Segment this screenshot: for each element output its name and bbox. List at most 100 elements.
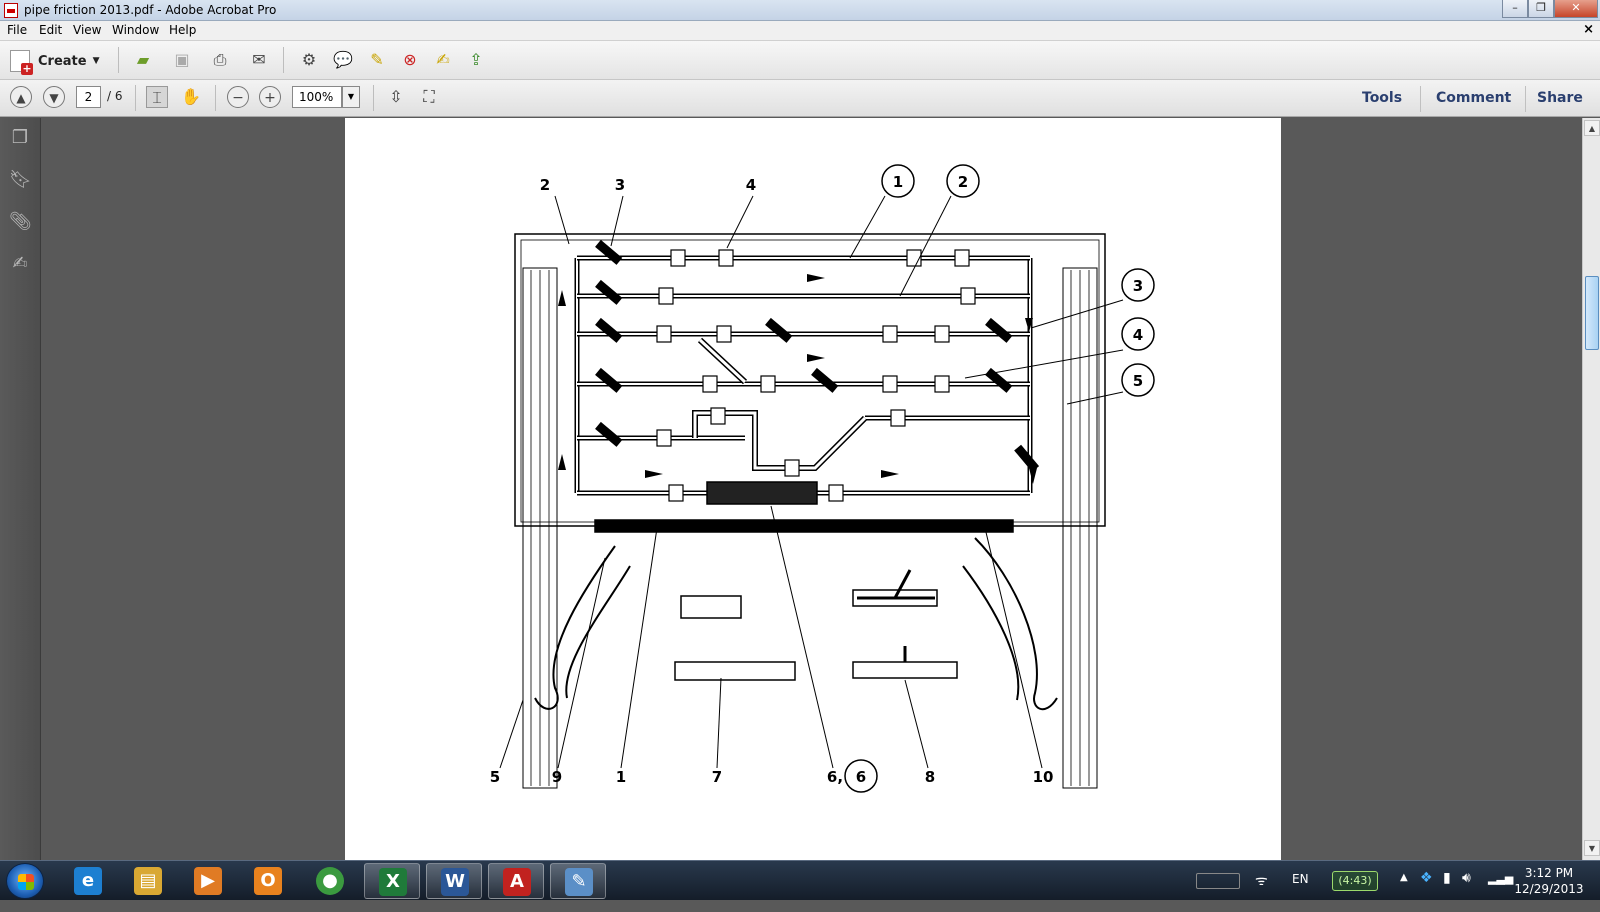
taskbar-chrome[interactable]: ● [302,863,358,899]
circled-label-2: 2 [958,173,968,191]
close-window-button[interactable]: ✕ [1554,0,1598,18]
taskbar-media-player[interactable]: ▶ [180,863,236,899]
bookmarks-icon[interactable]: 🔖︎ [9,169,32,190]
taskbar-excel[interactable]: X [364,863,420,899]
language-indicator[interactable]: EN [1292,872,1309,886]
scroll-thumb[interactable] [1585,276,1599,350]
battery-indicator[interactable]: (4:43) [1332,871,1378,891]
toolbar-divider [135,85,136,111]
taskbar-paint[interactable]: ✎ [550,863,606,899]
maximize-button[interactable]: ❐ [1528,0,1554,18]
signatures-icon[interactable]: ✍ [12,253,28,274]
label-bottom-9: 9 [552,768,562,786]
close-document-icon[interactable]: × [1583,22,1594,37]
pipe-friction-diagram: 2 3 4 1 2 3 4 5 5 9 1 7 6, 6 8 10 [490,164,1155,793]
callout-circle-6 [844,759,878,793]
email-icon[interactable]: ✉ [252,50,266,69]
scroll-down-icon[interactable]: ▼ [1584,840,1600,856]
window-title: pipe friction 2013.pdf - Adobe Acrobat P… [24,3,277,17]
battery-icon[interactable]: ▮ [1443,870,1451,886]
toolbar-divider [118,47,119,73]
taskbar-ie[interactable]: e [60,863,116,899]
folder-icon: ▤ [134,867,162,895]
show-hidden-icons-icon[interactable]: ▲ [1400,872,1408,883]
menu-view[interactable]: View [73,23,102,37]
document-viewport[interactable]: 2 3 4 1 2 3 4 5 5 9 1 7 6, 6 8 10 [41,118,1582,860]
network-antenna-icon[interactable]: ᯤ [1255,873,1268,889]
zoom-level-input[interactable]: 100% [292,86,342,108]
settings-icon[interactable]: ⚙ [301,50,317,69]
attachments-icon[interactable]: 📎︎ [9,211,32,232]
page-number-input[interactable]: 2 [76,86,101,108]
callout-circle-4 [1121,317,1155,351]
create-label: Create [38,53,87,69]
menu-help[interactable]: Help [169,23,197,37]
chevron-down-icon: ▼ [92,56,100,66]
save-icon[interactable]: ▣ [174,50,190,69]
callout-circle-1 [881,164,915,198]
volume-icon[interactable]: 🔊︎ [1462,870,1471,886]
keyboard-icon[interactable] [1196,873,1240,889]
circled-label-1: 1 [893,173,903,191]
ie-icon: e [74,867,102,895]
toolbar-divider [283,47,284,73]
sign-icon[interactable]: ✍ [436,50,450,69]
menu-bar: File Edit View Window Help × [0,21,1600,41]
main-toolbar: Create ▼ ▰ ▣ ⎙ ✉ ⚙ 💬 ✎ ⊗ ✍ ⇪ ⤢ [0,41,1600,110]
menu-window[interactable]: Window [112,23,160,37]
word-icon: W [441,868,469,896]
create-button[interactable]: Create ▼ [10,49,100,75]
system-clock[interactable]: 3:12 PM 12/29/2013 [1512,865,1586,897]
taskbar-acrobat[interactable]: A [488,863,544,899]
acrobat-icon: A [503,868,531,896]
select-tool-icon[interactable]: ⌶ [146,86,168,108]
vertical-scrollbar[interactable]: ▲ ▼ [1582,118,1600,860]
label-bottom-10: 10 [1033,768,1054,786]
fit-page-icon[interactable]: ⇳ [389,87,403,106]
excel-icon: X [379,868,407,896]
page-thumbnails-icon[interactable]: ❐ [11,127,29,148]
taskbar-outlook[interactable]: O [240,863,296,899]
toolbar-divider [215,85,216,111]
fit-width-icon[interactable]: ⛶ [423,87,435,106]
start-button[interactable] [6,863,44,899]
comment-link[interactable]: Comment [1436,90,1512,106]
previous-page-icon[interactable]: ▲ [10,86,32,108]
circled-label-3: 3 [1133,277,1143,295]
taskbar-word[interactable]: W [426,863,482,899]
hand-tool-icon[interactable]: ✋ [181,87,201,106]
scroll-up-icon[interactable]: ▲ [1584,120,1600,136]
print-icon[interactable]: ⎙ [213,50,227,69]
label-3: 3 [615,176,625,194]
paint-icon: ✎ [565,868,593,896]
callout-circle-5 [1121,363,1155,397]
minimize-button[interactable]: – [1502,0,1528,18]
menu-edit[interactable]: Edit [39,23,63,37]
taskbar-explorer[interactable]: ▤ [120,863,176,899]
dropbox-icon[interactable]: ❖ [1420,870,1433,886]
circled-label-6: 6 [856,768,866,786]
acrobat-document-icon [4,3,18,18]
callout-circle-2 [946,164,980,198]
highlight-icon[interactable]: ✎ [370,50,384,69]
label-bottom-6: 6, [827,768,843,786]
menu-file[interactable]: File [7,23,28,37]
open-folder-icon[interactable]: ▰ [136,50,150,69]
zoom-out-icon[interactable]: − [227,86,249,108]
circled-label-5: 5 [1133,372,1143,390]
toolbar-divider [373,85,374,111]
navigation-toolbar: ▲ ▼ ⌶ ✋ − + ⇳ ⛶ [0,80,1600,117]
pdf-page: 2 3 4 1 2 3 4 5 5 9 1 7 6, 6 8 10 [345,118,1281,860]
delete-icon[interactable]: ⊗ [403,50,417,69]
signal-strength-icon[interactable]: ▂▃▅ [1488,872,1514,885]
callout-circle-3 [1121,268,1155,302]
clock-time: 3:12 PM [1524,866,1574,880]
tools-link[interactable]: Tools [1362,90,1403,106]
circled-label-4: 4 [1133,326,1143,344]
zoom-in-icon[interactable]: + [259,86,281,108]
next-page-icon[interactable]: ▼ [43,86,65,108]
zoom-dropdown-chevron-icon[interactable]: ▼ [342,86,360,108]
share-link[interactable]: Share [1537,90,1583,106]
comment-icon[interactable]: 💬 [333,50,353,69]
export-icon[interactable]: ⇪ [469,50,483,69]
